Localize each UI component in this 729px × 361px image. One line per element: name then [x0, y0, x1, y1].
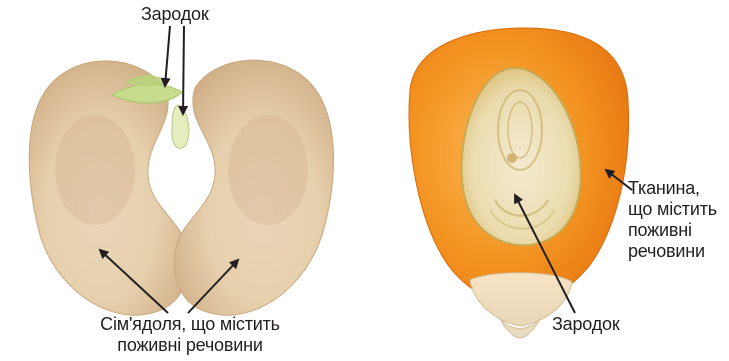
corn-embryo-label: Зародок: [552, 314, 620, 335]
corn-tissue-label-line1: Тканина,: [628, 178, 717, 199]
corn-tissue-label-line4: речовини: [628, 241, 717, 262]
corn-tissue-label-line2: що містить: [628, 199, 717, 220]
corn-tissue-label: Тканина, що містить поживні речовини: [628, 178, 717, 262]
corn-tissue-label-line3: поживні: [628, 220, 717, 241]
bean-cotyledon-label: Сім'ядоля, що містить поживні речовини: [90, 314, 290, 356]
bean-embryo-arrow-2: [183, 26, 184, 114]
bean-embryo-arrow-1: [165, 26, 170, 86]
bean-cotyledon-label-line1: Сім'ядоля, що містить: [90, 314, 290, 335]
bean-embryo-radicle: [172, 105, 189, 148]
bean-embryo-label: Зародок: [141, 4, 209, 25]
bean-cotyledon-label-line2: поживні речовини: [90, 335, 290, 356]
